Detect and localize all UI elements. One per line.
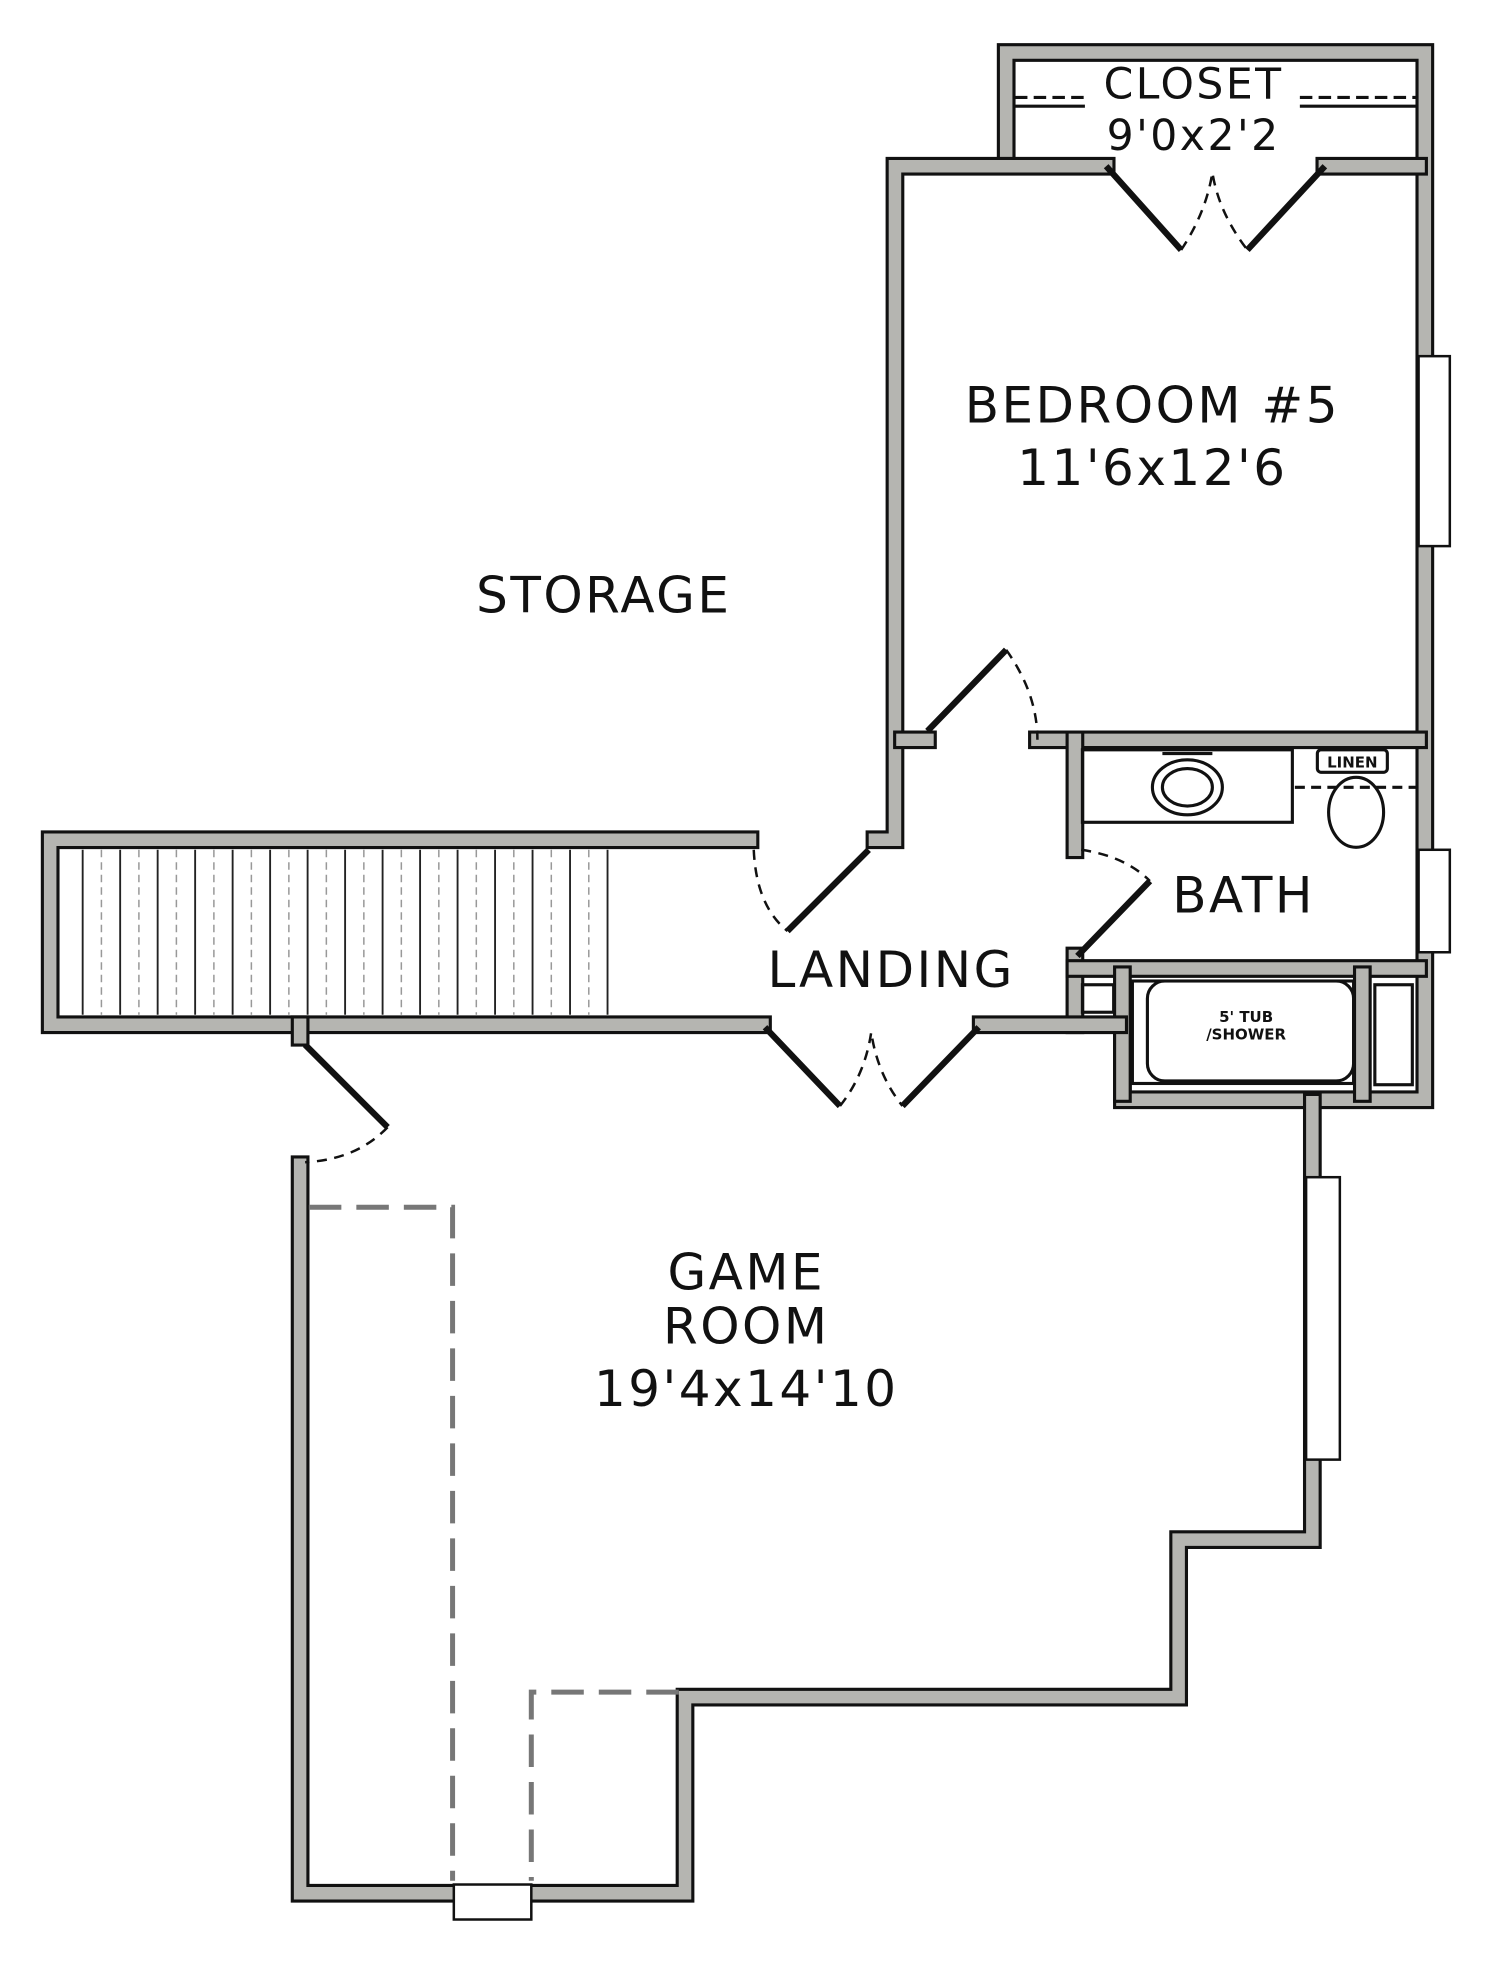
bath-fixtures: LINEN 5' TUB /SHOWER	[1080, 748, 1417, 1087]
windows	[452, 354, 1452, 1921]
tub-label-2: /SHOWER	[1206, 1026, 1286, 1044]
linen-shelf	[1315, 748, 1389, 774]
game-room-label-2: ROOM	[663, 1297, 830, 1355]
landing-label: LANDING	[768, 941, 1015, 999]
window-bath	[1417, 848, 1452, 954]
storage-label: STORAGE	[476, 566, 731, 624]
bath-label: BATH	[1172, 866, 1315, 924]
toilet-icon	[1327, 775, 1386, 849]
linen-label: LINEN	[1327, 753, 1377, 771]
tub-label: 5' TUB	[1219, 1008, 1273, 1026]
window-bottom	[452, 1883, 533, 1921]
closet-shelf	[1014, 95, 1417, 108]
closet-label: CLOSET	[1104, 61, 1284, 110]
closet-size: 9'0x2'2	[1107, 112, 1281, 161]
game-room-size: 19'4x14'10	[594, 1360, 899, 1418]
window-bedroom	[1417, 354, 1452, 548]
walls	[40, 43, 1435, 1903]
bedroom-size: 11'6x12'6	[1017, 439, 1287, 497]
ceiling-dashed-line	[308, 1204, 456, 1881]
window-game-room	[1304, 1175, 1342, 1461]
doors	[302, 164, 1328, 1164]
sink-icon	[1150, 758, 1224, 817]
bedroom-label: BEDROOM #5	[965, 376, 1340, 434]
stair-treads	[81, 849, 609, 1015]
game-room-label: GAME	[667, 1244, 825, 1302]
ceiling-dashed-line	[528, 1689, 679, 1881]
